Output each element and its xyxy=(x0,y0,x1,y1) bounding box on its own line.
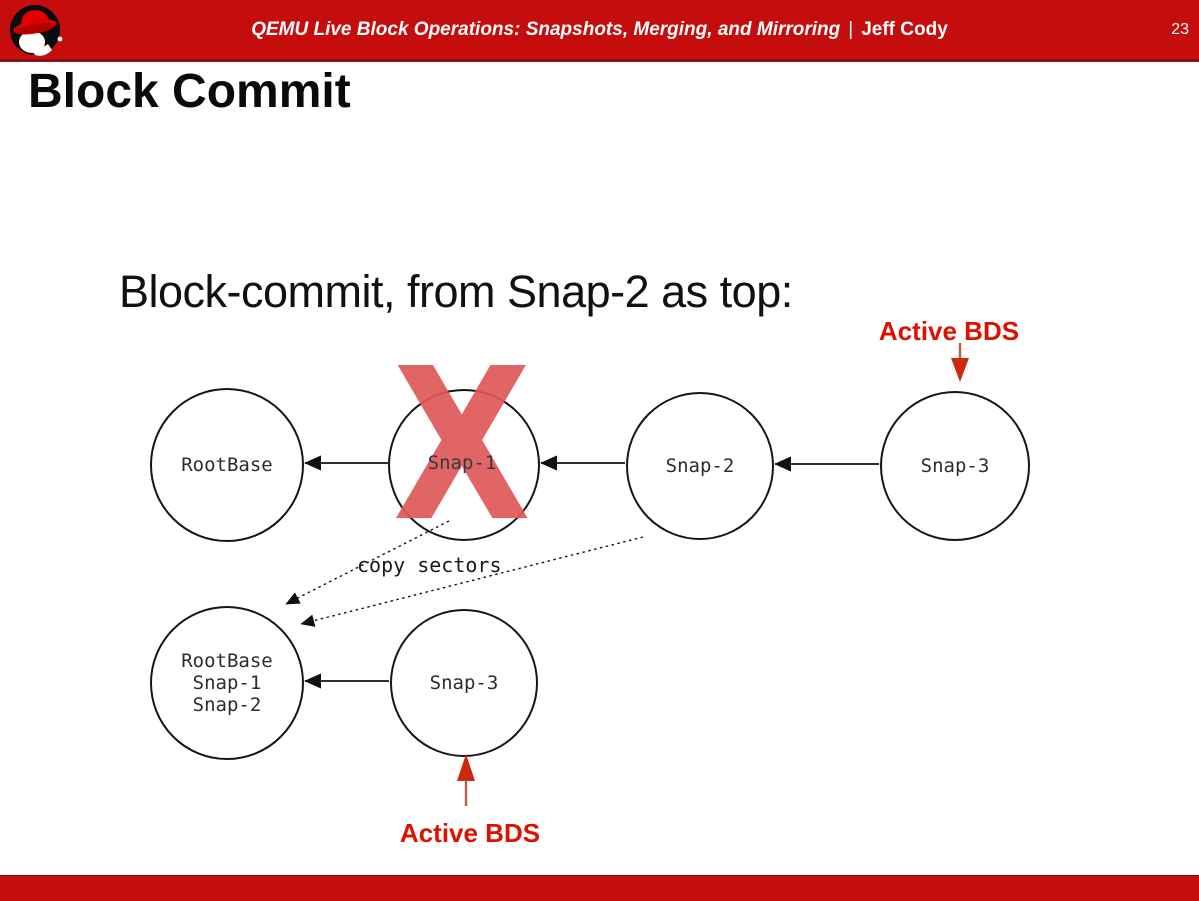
slide-caption: Block-commit, from Snap-2 as top: xyxy=(119,266,793,317)
node-label: Snap-3 xyxy=(429,672,499,694)
active-bds-label-top: Active BDS xyxy=(878,316,1020,346)
title-separator: | xyxy=(848,18,854,40)
node-rootbase-top: RootBase xyxy=(150,388,304,542)
deleted-x-mark: X xyxy=(392,323,532,569)
footer-bar xyxy=(0,875,1199,901)
slide-title: Block Commit xyxy=(28,65,351,118)
node-snap2-top: Snap-2 xyxy=(626,392,774,540)
header-bar: QEMU Live Block Operations: Snapshots, M… xyxy=(0,0,1199,62)
node-label: RootBase xyxy=(181,650,273,672)
node-snap3-top: Snap-3 xyxy=(880,391,1030,541)
active-bds-pointer-top xyxy=(951,343,969,382)
active-bds-pointer-bottom xyxy=(457,754,475,806)
copy-sectors-label: copy sectors xyxy=(357,553,502,577)
active-bds-label-bottom: Active BDS xyxy=(399,818,541,848)
node-label-snap1: Snap-1 xyxy=(427,452,497,474)
node-merged-bottom: RootBase Snap-1 Snap-2 xyxy=(150,606,304,760)
node-label: Snap-2 xyxy=(665,455,735,477)
node-snap3-bottom: Snap-3 xyxy=(390,609,538,757)
node-label: Snap-2 xyxy=(192,694,262,716)
page-number: 23 xyxy=(1171,20,1189,38)
node-label: RootBase xyxy=(181,454,273,476)
node-label: Snap-3 xyxy=(920,455,990,477)
presentation-title: QEMU Live Block Operations: Snapshots, M… xyxy=(0,0,1199,59)
author-name: Jeff Cody xyxy=(861,18,948,40)
presentation-title-text: QEMU Live Block Operations: Snapshots, M… xyxy=(251,18,841,40)
node-label: Snap-1 xyxy=(192,672,262,694)
redhat-logo-icon xyxy=(10,5,63,56)
